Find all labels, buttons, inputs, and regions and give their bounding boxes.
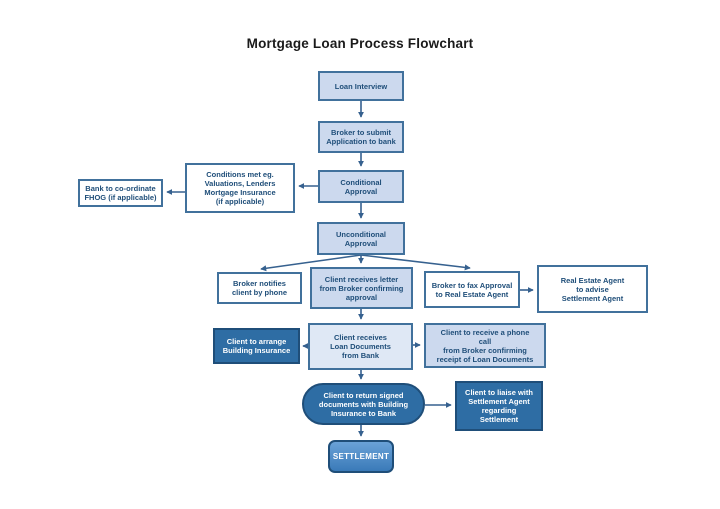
node-real-estate-agent-advise: Real Estate Agent to advise Settlement A… <box>537 265 648 313</box>
node-conditional-approval: Conditional Approval <box>318 170 404 203</box>
node-client-receives-letter: Client receives letter from Broker confi… <box>310 267 413 309</box>
node-client-phone-call: Client to receive a phone call from Brok… <box>424 323 546 368</box>
node-client-return-signed-documents: Client to return signed documents with B… <box>302 383 425 425</box>
node-settlement: SETTLEMENT <box>328 440 394 473</box>
page-title: Mortgage Loan Process Flowchart <box>246 36 474 51</box>
node-broker-submit-application: Broker to submit Application to bank <box>318 121 404 153</box>
node-client-arrange-insurance: Client to arrange Building Insurance <box>213 328 300 364</box>
node-client-receives-loan-documents: Client receives Loan Documents from Bank <box>308 323 413 370</box>
node-broker-notifies-client: Broker notifies client by phone <box>217 272 302 304</box>
node-broker-fax-approval: Broker to fax Approval to Real Estate Ag… <box>424 271 520 308</box>
node-unconditional-approval: Unconditional Approval <box>317 222 405 255</box>
node-client-liaise-settlement-agent: Client to liaise with Settlement Agent r… <box>455 381 543 431</box>
node-bank-fhog: Bank to co-ordinate FHOG (if applicable) <box>78 179 163 207</box>
node-conditions-met: Conditions met eg. Valuations, Lenders M… <box>185 163 295 213</box>
node-loan-interview: Loan Interview <box>318 71 404 101</box>
